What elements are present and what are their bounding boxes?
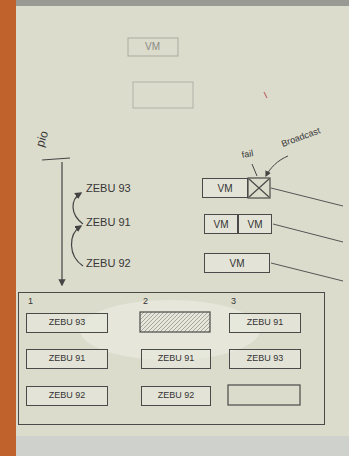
board-frame [16, 0, 349, 6]
handwritten-label: ZEBU 92 [86, 257, 131, 269]
empty-slot [140, 312, 210, 332]
box-label: ZEBU 92 [158, 391, 195, 401]
box-label: VM [214, 219, 229, 230]
vm-box: VM [204, 253, 270, 273]
handwritten-label: fail [241, 149, 254, 161]
host-slot-box: ZEBU 93 [229, 349, 301, 369]
box-label: ZEBU 92 [49, 391, 86, 401]
erased-box [128, 38, 178, 56]
handwritten-label: VM [145, 41, 160, 52]
handwritten-label: Broadcast [280, 126, 321, 149]
host-slot-box: ZEBU 93 [26, 313, 108, 333]
link-line [271, 263, 343, 281]
box-label: VM [248, 219, 263, 230]
column-number: 2 [143, 297, 148, 307]
leader-arrow [266, 156, 288, 176]
host-pool-box: 1 2 3ZEBU 93 ZEBU 91 ZEBU 91 ZEBU 91 ZEBU 93 ZE… [18, 292, 325, 425]
host-slot-box: ZEBU 91 [141, 349, 211, 369]
vm-box: VM [202, 178, 248, 198]
box-label: ZEBU 91 [158, 354, 195, 364]
failover-arrow [73, 193, 83, 224]
box-label: ZEBU 93 [247, 354, 284, 364]
leader-line [252, 164, 257, 176]
erased-box [133, 82, 193, 108]
host-slot-box: ZEBU 91 [26, 349, 108, 369]
handwritten-label: ZEBU 91 [86, 216, 131, 228]
host-slot-box: ZEBU 92 [26, 386, 108, 406]
link-line [273, 224, 343, 242]
box-label: ZEBU 91 [49, 354, 86, 364]
vm-box: VM [238, 214, 272, 234]
host-slot-box: ZEBU 92 [141, 386, 211, 406]
tick [42, 158, 70, 160]
box-label: ZEBU 93 [49, 318, 86, 328]
handwritten-label: pio [34, 129, 51, 148]
order-arrow [61, 162, 62, 285]
host-slot-box: ZEBU 91 [229, 313, 301, 333]
cross [249, 179, 269, 197]
failed-cell [248, 178, 270, 198]
handwritten-label: ZEBU 93 [86, 182, 131, 194]
failover-arrow [71, 226, 83, 266]
link-line [271, 188, 343, 206]
box-label: VM [218, 183, 233, 194]
column-number: 3 [231, 297, 236, 307]
column-number: 1 [28, 297, 33, 307]
box-label: VM [230, 258, 245, 269]
box-label: ZEBU 91 [247, 318, 284, 328]
red-mark [264, 92, 267, 98]
whiteboard [16, 0, 349, 436]
vm-box: VM [204, 214, 238, 234]
wall-strip [0, 0, 16, 456]
empty-slot [228, 385, 300, 405]
